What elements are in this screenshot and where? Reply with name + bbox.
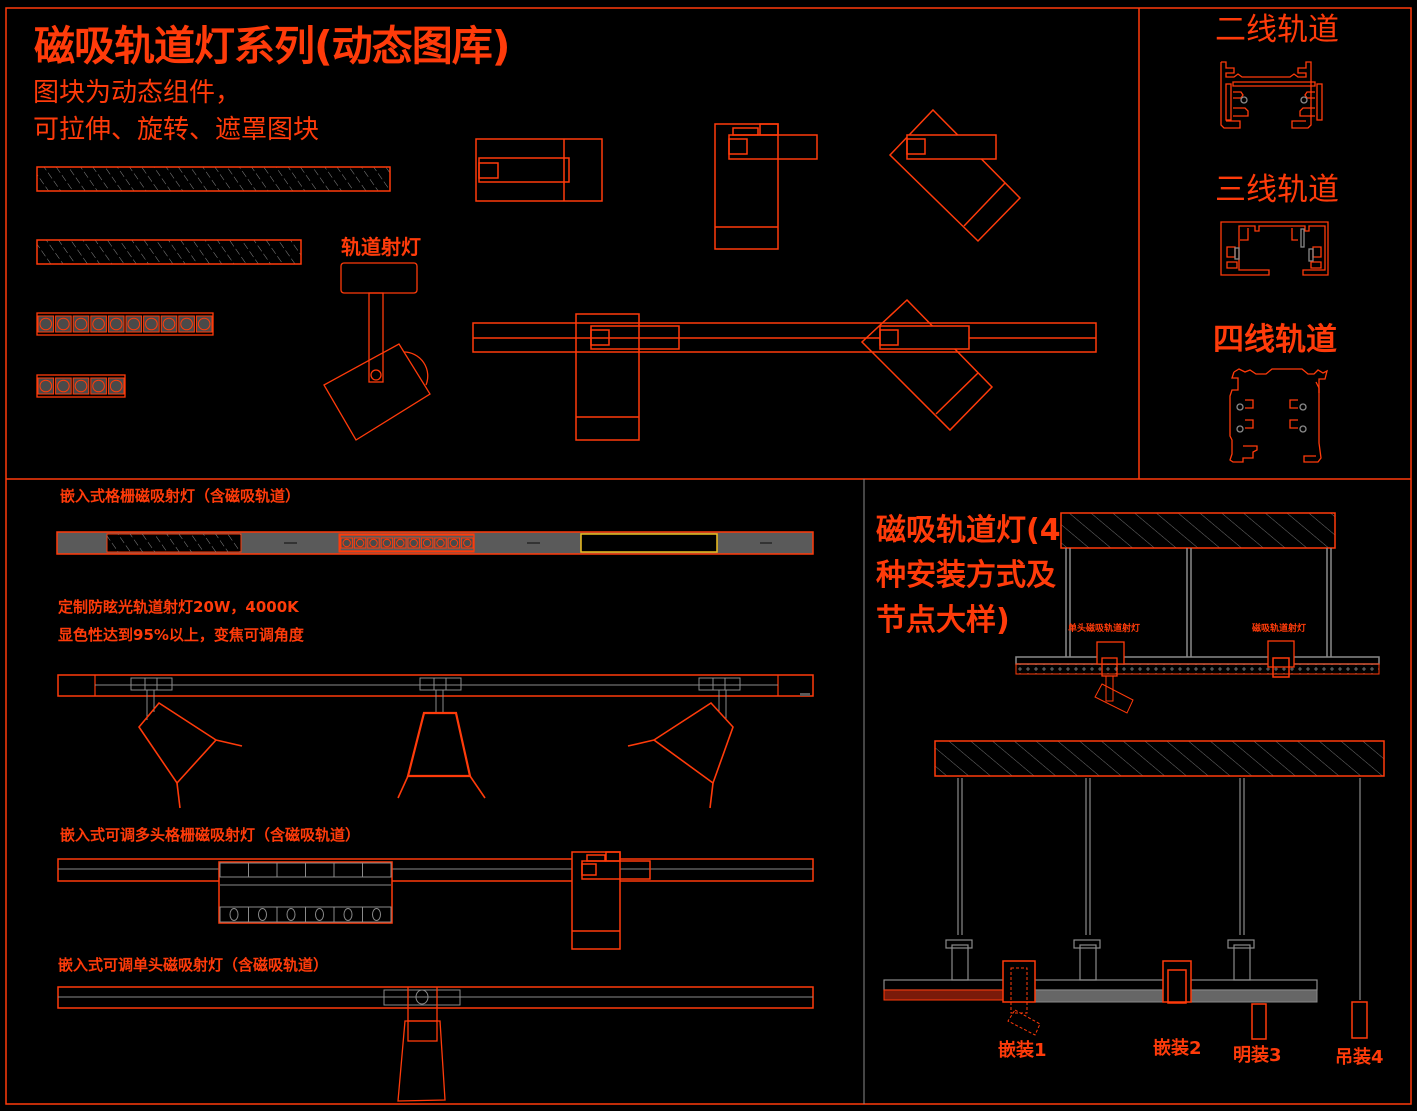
rail-profile-4-wire — [1229, 368, 1328, 463]
led-lens — [109, 379, 123, 393]
grille-cell — [394, 537, 407, 549]
led-lens — [372, 908, 381, 921]
multi-head-grille-cells — [219, 863, 381, 922]
rail-label-4-wire: 四线轨道 — [1213, 322, 1337, 358]
led-lens — [162, 317, 176, 331]
led-lens — [436, 538, 445, 548]
grille-cell — [407, 537, 420, 549]
led-lens — [74, 317, 88, 331]
led-lens — [342, 538, 351, 548]
led-lens — [39, 379, 53, 393]
grille-cell — [353, 537, 367, 549]
grille-frame — [339, 534, 475, 552]
led-lens — [180, 317, 193, 331]
led-lens — [145, 317, 158, 331]
track-with-spotlights — [472, 298, 1097, 441]
install-method-3: 明装3 — [1233, 1045, 1282, 1066]
antiglare-spotlight-track — [57, 674, 814, 809]
led-lens — [197, 317, 211, 331]
track-spotlight-side-view — [323, 262, 431, 441]
led-lens — [127, 317, 141, 331]
led-lens — [343, 908, 353, 921]
installation-detail-lower — [883, 740, 1385, 1040]
rail-label-2-wire: 二线轨道 — [1215, 12, 1339, 48]
led-lens — [92, 317, 105, 331]
led-lens — [258, 908, 267, 921]
rail-profile-2-wire — [1220, 61, 1323, 129]
linear-light-strip-long — [36, 166, 391, 192]
antiglare-spec-line1: 定制防眩光轨道射灯20W，4000K — [58, 598, 299, 616]
spotlight-plan-view-horizontal — [475, 138, 603, 202]
multi-head-grille-track — [57, 858, 814, 924]
install-method-2: 嵌装2 — [1153, 1038, 1202, 1059]
grille-cell — [434, 537, 447, 549]
track-spotlight-label: 轨道射灯 — [341, 235, 421, 259]
grille-cell — [461, 537, 474, 549]
led-lens — [463, 538, 472, 548]
multi-head-spotlight — [571, 851, 651, 950]
led-lens — [92, 379, 105, 393]
installation-detail-upper — [1015, 512, 1380, 714]
grille-frame — [36, 374, 126, 398]
antiglare-spec-line2: 显色性达到95%以上，变焦可调角度 — [58, 626, 304, 644]
led-lens — [286, 908, 296, 921]
rail-profile-3-wire — [1220, 221, 1329, 276]
install-method-4: 吊装4 — [1335, 1047, 1384, 1068]
grille-cell — [447, 537, 461, 549]
led-lens — [74, 379, 88, 393]
grille-module-in-track — [339, 534, 475, 552]
spotlight-plan-view-vertical — [714, 123, 818, 250]
led-lens — [39, 317, 53, 331]
grille-light-5-head — [36, 374, 126, 398]
linear-light-strip-medium — [36, 239, 302, 265]
led-lens — [369, 538, 378, 548]
spotlight-plan-view-rotated — [888, 108, 1022, 243]
installation-title: 磁吸轨道灯(4种安装方式及节点大样) — [876, 513, 1061, 638]
led-lens — [57, 317, 70, 331]
single-head-spotlight-track — [57, 986, 814, 1102]
led-lens — [57, 379, 70, 393]
grille-cell — [340, 537, 353, 549]
led-lens — [109, 317, 123, 331]
led-lens — [355, 538, 365, 548]
grille-cell — [420, 537, 434, 549]
led-lens — [315, 908, 324, 921]
detail-label-magnetic: 磁吸轨道射灯 — [1252, 624, 1307, 634]
grille-light-10-head — [36, 312, 214, 336]
led-lens — [409, 538, 418, 548]
rail-label-3-wire: 三线轨道 — [1215, 172, 1339, 208]
multi-head-label: 嵌入式可调多头格栅磁吸射灯（含磁吸轨道） — [60, 826, 361, 844]
drawing-frame — [5, 7, 1412, 1105]
detail-label-single-head: 单头磁吸轨道射灯 — [1068, 624, 1141, 634]
recessed-grille-label: 嵌入式格栅磁吸射灯（含磁吸轨道） — [60, 487, 301, 505]
led-lens — [382, 538, 392, 548]
led-lens — [229, 908, 239, 921]
single-head-label: 嵌入式可调单头磁吸射灯（含磁吸轨道） — [58, 956, 329, 974]
led-lens — [449, 538, 459, 548]
subtitle-dynamic-block: 图块为动态组件， — [33, 78, 242, 108]
led-lens — [422, 538, 432, 548]
drawing-title: 磁吸轨道灯系列(动态图库) — [34, 22, 510, 70]
install-method-1: 嵌装1 — [998, 1040, 1047, 1061]
grille-cell — [367, 537, 380, 549]
grille-cell — [380, 537, 394, 549]
grille-frame — [36, 312, 214, 336]
led-lens — [396, 538, 405, 548]
subtitle-stretch-rotate: 可拉伸、旋转、遮罩图块 — [33, 115, 320, 145]
